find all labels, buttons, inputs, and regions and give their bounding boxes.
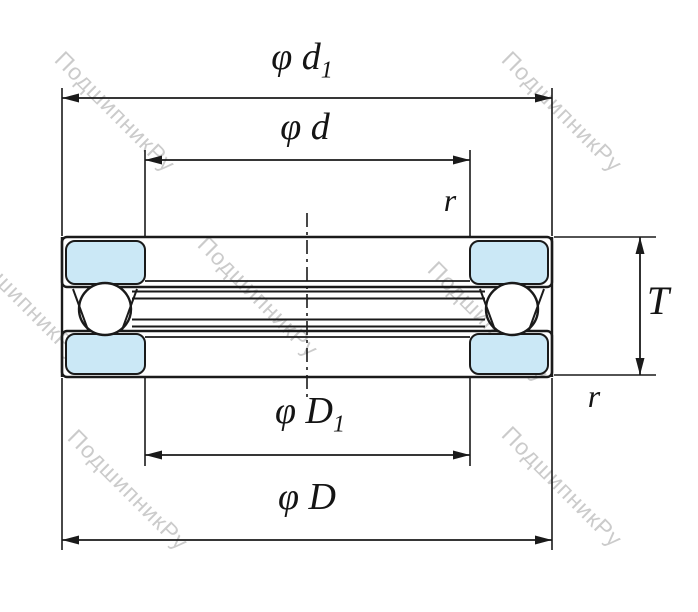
right-ball (484, 281, 540, 337)
arrowhead (635, 237, 645, 254)
arrowhead (453, 155, 470, 165)
arrowhead (535, 535, 552, 545)
dim-label-T: T (646, 278, 670, 323)
dim-label-d1-sub: 1 (320, 57, 333, 84)
dim-label-d1: φ d1 (271, 38, 333, 83)
cage-pockets (72, 288, 545, 331)
dim-label-d1-prefix: φ d (271, 36, 321, 78)
top-left-washer-section (65, 240, 146, 285)
washer-section-fills (65, 240, 549, 375)
left-ball (77, 281, 133, 337)
dim-label-D: φ D (278, 476, 336, 518)
cage-pocket-line (72, 288, 89, 331)
arrowhead (62, 93, 79, 103)
dim-label-r-side: r (587, 378, 601, 414)
arrowhead (453, 450, 470, 460)
cage-pocket-line (528, 288, 545, 331)
dim-label-r-top: r (443, 182, 457, 218)
arrowhead (535, 93, 552, 103)
dim-label-d: φ d (280, 106, 330, 148)
cage-pocket-line (121, 288, 138, 331)
dim-label-D1-sub: 1 (332, 411, 345, 438)
extension-lines (61, 88, 656, 550)
bottom-right-washer-section (469, 333, 549, 375)
bottom-left-washer-section (65, 333, 146, 375)
arrowhead (635, 358, 645, 375)
top-right-washer-section (469, 240, 549, 285)
arrowheads (62, 93, 645, 545)
dim-label-D1-prefix: φ D (275, 390, 333, 432)
dim-label-D1: φ D1 (275, 392, 345, 437)
cage-strips (132, 290, 485, 328)
arrowhead (145, 450, 162, 460)
arrowhead (62, 535, 79, 545)
dimension-lines (62, 97, 641, 541)
balls (77, 281, 540, 337)
arrowhead (145, 155, 162, 165)
cage-pocket-line (479, 288, 496, 331)
